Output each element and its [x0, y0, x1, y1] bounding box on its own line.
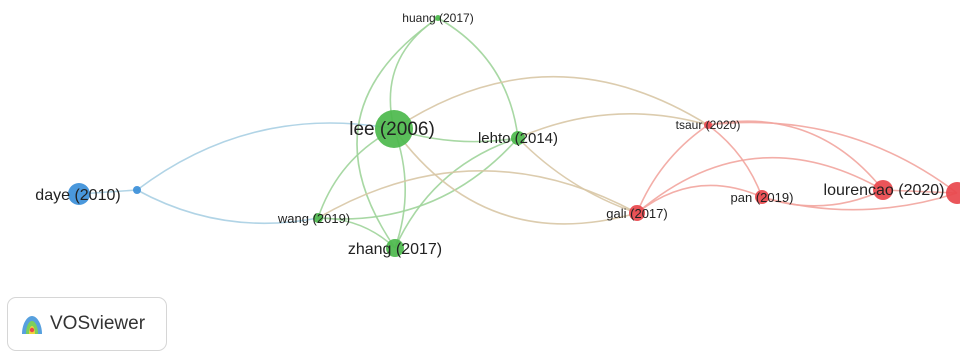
vosviewer-logo-icon	[22, 316, 42, 334]
link-tsaur2020-pan2019	[707, 124, 763, 198]
link-huang2017-lehto2014	[437, 17, 519, 139]
node-bluesmall[interactable]	[133, 186, 141, 194]
network-labels: lee (2006) huang (2017) lehto (2014) wang (…	[35, 11, 944, 258]
node-tsaur2020[interactable]	[704, 121, 712, 129]
node-daye2010[interactable]	[68, 183, 90, 205]
link-bluesmall-wang2019	[136, 189, 319, 225]
node-wang2019[interactable]	[313, 213, 323, 223]
link-gali2017-pan2019	[636, 184, 763, 214]
node-gali2017[interactable]	[629, 205, 645, 221]
node-label-daye2010[interactable]: daye (2010)	[35, 187, 120, 204]
link-huang2017-zhang2017	[356, 17, 439, 249]
node-label-pan2019[interactable]: pan (2019)	[731, 190, 794, 205]
link-lehto2014-wang2019	[317, 137, 519, 220]
link-pan2019-redright	[761, 192, 958, 211]
brand-name: VOSviewer	[50, 313, 146, 334]
network-nodes	[68, 15, 960, 257]
link-lehto2014-gali2017	[517, 137, 638, 214]
node-redright[interactable]	[946, 182, 960, 204]
node-lourencao2020[interactable]	[873, 180, 893, 200]
link-tsaur2020-gali2017	[636, 124, 709, 214]
link-lehto2014-zhang2017	[394, 137, 519, 249]
link-lehto2014-tsaur2020	[517, 112, 709, 139]
node-label-tsaur2020[interactable]: tsaur (2020)	[676, 118, 741, 132]
node-lee2006[interactable]	[375, 110, 413, 148]
node-label-zhang2017[interactable]: zhang (2017)	[348, 241, 442, 258]
network-links	[78, 17, 958, 249]
node-huang2017[interactable]	[435, 15, 441, 21]
link-tsaur2020-redright	[707, 121, 958, 194]
node-label-lehto2014[interactable]: lehto (2014)	[478, 130, 558, 147]
node-label-wang2019[interactable]: wang (2019)	[277, 211, 350, 226]
link-lee2006-gali2017	[393, 128, 638, 225]
node-label-huang2017[interactable]: huang (2017)	[402, 11, 473, 25]
link-gali2017-lourencao2020	[636, 156, 884, 214]
node-label-lourencao2020[interactable]: lourencao (2020)	[824, 182, 945, 199]
link-tsaur2020-lourencao2020	[707, 120, 884, 191]
link-lee2006-tsaur2020	[393, 75, 709, 130]
node-label-gali2017[interactable]: gali (2017)	[606, 206, 667, 221]
node-lehto2014[interactable]	[511, 131, 525, 145]
node-label-lee2006[interactable]: lee (2006)	[349, 119, 435, 140]
link-wang2019-gali2017	[317, 170, 638, 219]
vosviewer-brand-badge[interactable]: VOSviewer	[7, 297, 167, 351]
node-zhang2017[interactable]	[386, 239, 404, 257]
node-pan2019[interactable]	[755, 190, 769, 204]
